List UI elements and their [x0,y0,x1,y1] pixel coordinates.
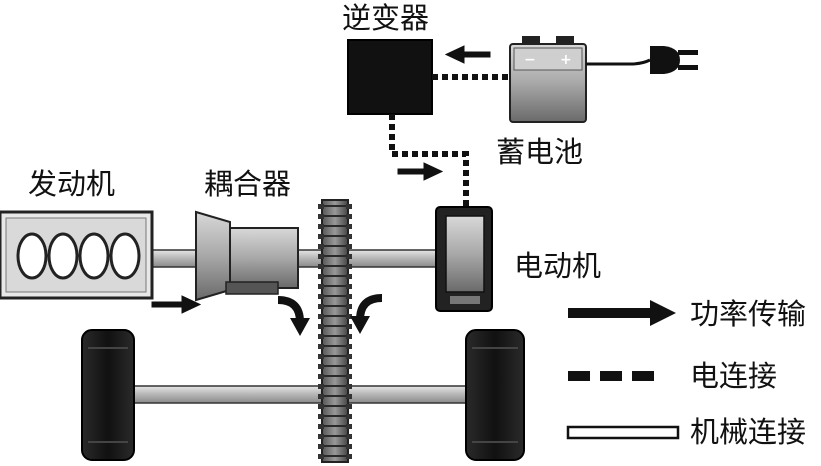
legend-mechanical-symbol [566,425,680,440]
gear-tooth [318,404,324,409]
gear-tooth [346,404,352,409]
gear-tooth [318,264,324,269]
gear-tooth [346,234,352,239]
gear-tooth [318,394,324,399]
legend-electrical-symbol [568,371,654,381]
motor-label: 电动机 [514,249,602,283]
gear-tooth [318,294,324,299]
cylinder [47,232,79,280]
gear-tooth [318,224,324,229]
arrow-engine-to-coupler [151,295,202,314]
gear-tooth [346,214,352,219]
gear-tooth [346,204,352,209]
rear-axle [127,385,477,404]
electric-motor [435,206,493,312]
gear-tooth [318,204,324,209]
engine-block [0,210,154,300]
gear-tooth [346,294,352,299]
battery-positive-terminal: + [560,52,572,68]
coupler-label: 耦合器 [204,167,292,201]
gear-tooth [318,244,324,249]
legend-mechanical-label: 机械连接 [690,415,807,449]
battery: − + [509,36,587,123]
gear-tooth [318,354,324,359]
gear-tooth [318,254,324,259]
battery-label: 蓄电池 [496,135,584,169]
gear-tooth [346,254,352,259]
legend-power-transfer-symbol [568,300,676,326]
gear-tooth [346,344,352,349]
inverter-label: 逆变器 [342,1,430,35]
gear-tooth [318,214,324,219]
gear-tooth [318,334,324,339]
gear-tooth [318,384,324,389]
inverter-box [347,39,433,115]
gear-tooth [346,384,352,389]
gear-tooth [346,394,352,399]
gear-tooth [346,324,352,329]
engine-label: 发动机 [28,167,116,201]
gear-tooth [346,264,352,269]
gear-tooth [318,444,324,449]
gear-tooth [318,324,324,329]
gear-tooth [346,244,352,249]
gear-tooth [346,414,352,419]
gear-tooth [318,274,324,279]
cylinder [78,232,110,280]
inverter-motor-link [389,114,469,208]
gear-tooth [318,234,324,239]
gear-tooth [318,344,324,349]
coupler [195,210,299,302]
gear-tooth [346,274,352,279]
gear-tooth [318,414,324,419]
legend [566,300,680,440]
gear-tooth [346,354,352,359]
power-arrows [151,45,491,336]
gear-tooth [318,304,324,309]
legend-power-transfer-label: 功率传输 [690,297,807,331]
gear-tooth [346,314,352,319]
cylinder [109,232,141,280]
arrow-inverter-to-motor [397,162,444,181]
gear-tooth [318,364,324,369]
arrow-curved-right [350,294,383,334]
cylinder [16,232,48,280]
left-wheel [81,329,135,461]
power-plug [586,46,698,74]
gear-tooth [318,314,324,319]
legend-electrical-label: 电连接 [690,359,778,393]
gear-tooth [346,434,352,439]
gear-tooth [318,454,324,459]
gear-tooth [346,224,352,229]
gear-tooth [346,284,352,289]
electrical-connections [389,74,510,208]
transfer-gear [318,199,352,463]
gear-tooth [318,434,324,439]
gear-tooth [318,284,324,289]
gear-tooth [346,424,352,429]
gear-tooth [346,304,352,309]
gear-tooth [346,444,352,449]
gear-tooth [346,364,352,369]
gear-tooth [346,334,352,339]
arrow-curved-left [277,296,310,336]
gear-tooth [346,374,352,379]
battery-negative-terminal: − [524,52,536,68]
arrow-battery-to-inverter [444,45,491,64]
gear-tooth [346,454,352,459]
right-wheel [465,329,525,461]
gear-tooth [318,374,324,379]
gear-tooth [318,424,324,429]
